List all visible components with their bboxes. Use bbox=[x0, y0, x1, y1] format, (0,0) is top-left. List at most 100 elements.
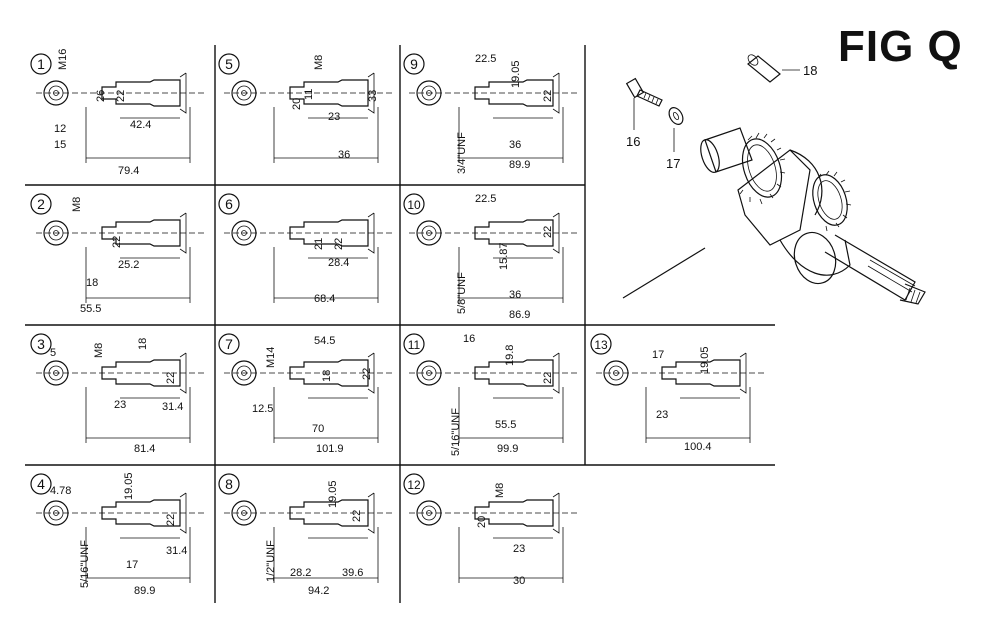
grid-lines bbox=[25, 45, 775, 603]
cell-number-circle bbox=[403, 473, 425, 495]
cell-number: 13 bbox=[594, 338, 608, 352]
dimension-label: 89.9 bbox=[134, 585, 155, 597]
dimension-label: 5 bbox=[50, 347, 56, 359]
shaft-profile bbox=[101, 219, 181, 247]
cell-number-circle bbox=[403, 53, 425, 75]
shaft-profile bbox=[474, 79, 554, 107]
cell-number-circle bbox=[30, 333, 52, 355]
callout-18: 18 bbox=[803, 63, 817, 78]
dimension-label: 28.4 bbox=[328, 257, 349, 269]
dimension-label: 28.2 bbox=[290, 567, 311, 579]
shaft-break bbox=[367, 212, 375, 254]
dimension-label: 12 bbox=[54, 123, 66, 135]
cell-number-circle bbox=[30, 473, 52, 495]
cell-number-circle bbox=[218, 473, 240, 495]
bolt-part bbox=[625, 77, 663, 130]
cell-number: 9 bbox=[410, 56, 418, 72]
key-part bbox=[747, 54, 800, 83]
dimension-label: 19.8 bbox=[504, 345, 516, 366]
shaft-profile bbox=[474, 499, 554, 527]
shaft-profile bbox=[289, 79, 369, 107]
dimension-label: 36 bbox=[509, 289, 521, 301]
shaft-break bbox=[552, 492, 560, 534]
shaft-break bbox=[179, 212, 187, 254]
cell-number-circle bbox=[403, 193, 425, 215]
shaft-profile bbox=[101, 359, 181, 387]
cell-number-circle bbox=[218, 333, 240, 355]
dimension-label: 3/4"UNF bbox=[456, 132, 468, 174]
dimension-label: 54.5 bbox=[314, 335, 335, 347]
washer-part bbox=[668, 107, 684, 152]
dimension-label: 55.5 bbox=[80, 303, 101, 315]
dimension-label: 15 bbox=[54, 139, 66, 151]
dimension-label: 22 bbox=[361, 368, 373, 380]
callout-17: 17 bbox=[666, 156, 680, 171]
shaft-profile bbox=[101, 79, 181, 107]
cell-number: 2 bbox=[37, 196, 45, 212]
dimension-label: 23 bbox=[656, 409, 668, 421]
shaft-break bbox=[552, 352, 560, 394]
dimension-label: 100.4 bbox=[684, 441, 712, 453]
shaft-break bbox=[367, 352, 375, 394]
dimension-label: 26 bbox=[95, 90, 107, 102]
dimension-label: 39.6 bbox=[342, 567, 363, 579]
cell-number-circle bbox=[30, 53, 52, 75]
dimension-label: 22 bbox=[115, 90, 127, 102]
dimension-label: 101.9 bbox=[316, 443, 344, 455]
dimension-label: 79.4 bbox=[118, 165, 139, 177]
dimension-label: 36 bbox=[338, 149, 350, 161]
dimension-label: 18 bbox=[86, 277, 98, 289]
shaft-profile bbox=[101, 499, 181, 527]
dimension-label: 19.05 bbox=[123, 472, 135, 500]
dimension-label: M8 bbox=[71, 197, 83, 212]
dimension-label: 4.78 bbox=[50, 485, 71, 497]
shaft-break bbox=[552, 212, 560, 254]
dimension-label: 31.4 bbox=[166, 545, 187, 557]
cell-number-circle bbox=[30, 193, 52, 215]
dimension-label: 22.5 bbox=[475, 53, 496, 65]
dimension-label: 19.05 bbox=[327, 480, 339, 508]
dimension-label: 22 bbox=[542, 372, 554, 384]
cell-number: 4 bbox=[37, 476, 45, 492]
dimension-label: M8 bbox=[494, 483, 506, 498]
dimension-label: 5/16"UNF bbox=[79, 540, 91, 588]
shaft-break bbox=[552, 72, 560, 114]
cell-number: 1 bbox=[37, 56, 45, 72]
dimension-label: 23 bbox=[114, 399, 126, 411]
dimension-label: 17 bbox=[652, 349, 664, 361]
dimension-label: 17 bbox=[126, 559, 138, 571]
cell-number-circle bbox=[403, 333, 425, 355]
dimension-label: 23 bbox=[513, 543, 525, 555]
dimension-label: M16 bbox=[57, 49, 69, 70]
dimension-label: 5/16"UNF bbox=[450, 408, 462, 456]
dimension-label: M8 bbox=[313, 55, 325, 70]
shaft-break bbox=[367, 72, 375, 114]
shaft-break bbox=[179, 72, 187, 114]
figure-title: FIG Q bbox=[838, 22, 963, 71]
dimension-label: 70 bbox=[312, 423, 324, 435]
dimension-label: 18 bbox=[137, 338, 149, 350]
dimension-label: 31.4 bbox=[162, 401, 183, 413]
dimension-label: 22 bbox=[333, 238, 345, 250]
dimension-label: 33 bbox=[367, 90, 379, 102]
dimension-label: 18 bbox=[321, 370, 333, 382]
cell-number: 10 bbox=[407, 198, 421, 212]
dimension-label: 22 bbox=[542, 226, 554, 238]
dimension-label: 22 bbox=[111, 236, 123, 248]
shaft-break bbox=[367, 492, 375, 534]
cell-number: 12 bbox=[407, 478, 421, 492]
dimension-label: 30 bbox=[513, 575, 525, 587]
cell-number: 6 bbox=[225, 196, 233, 212]
